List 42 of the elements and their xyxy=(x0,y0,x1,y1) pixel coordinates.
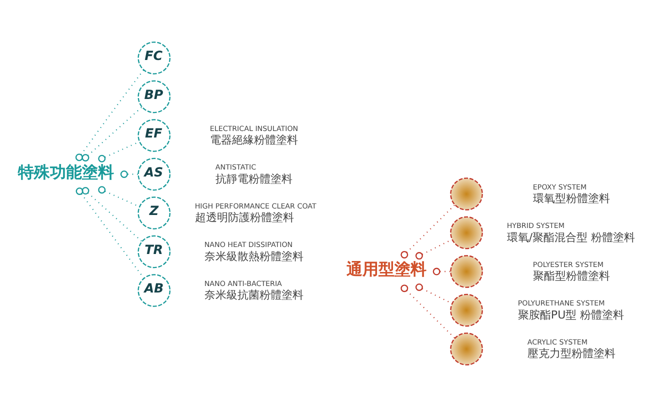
node-circle: AS xyxy=(138,158,171,191)
node-label: NANO ANTI-BACTERIA xyxy=(204,278,282,288)
node-label: ANTISTATIC xyxy=(215,162,256,172)
node-label: 環氧型粉體塗料 xyxy=(532,192,610,206)
node-text: 通用型塗料 xyxy=(346,260,426,279)
connector xyxy=(120,170,138,178)
node-label: 抗靜電粉體塗料 xyxy=(215,172,292,186)
node-circle: EF xyxy=(138,119,171,152)
connector xyxy=(76,187,144,279)
connector xyxy=(82,106,142,162)
connector xyxy=(400,284,456,339)
node-label: 超透明防護粉體塗料 xyxy=(194,211,294,224)
connector xyxy=(82,187,142,242)
node-label: 奈米級散熱粉體塗料 xyxy=(204,250,304,263)
node-circle: Z xyxy=(138,196,171,230)
node-circle xyxy=(450,332,483,366)
connector xyxy=(75,70,144,162)
node-circle: FC xyxy=(138,42,171,74)
connector xyxy=(432,268,450,276)
node-circle xyxy=(450,294,483,327)
node-label: HIGH PERFORMANCE CLEAR COAT xyxy=(194,201,316,210)
node-text: 特殊功能塗料 xyxy=(18,162,114,182)
node-label: ELECTRICAL INSULATION xyxy=(210,124,298,133)
node-label: POLYESTER SYSTEM xyxy=(532,260,604,269)
node-circle xyxy=(450,255,483,288)
node-circle: BP xyxy=(138,80,171,114)
node-label: ACRYLIC SYSTEM xyxy=(527,337,588,346)
node-circle xyxy=(450,216,483,250)
node-label: HYBRID SYSTEM xyxy=(506,221,565,230)
node-label: 壓克力型粉體塗料 xyxy=(527,347,616,360)
node-circle: TR xyxy=(138,235,171,268)
node-label: POLYURETHANE SYSTEM xyxy=(518,298,605,308)
node-label: NANO HEAT DISSIPATION xyxy=(204,240,293,250)
node-label: 聚酯型粉體塗料 xyxy=(532,270,610,283)
node-circle: AB xyxy=(138,274,171,307)
node-label: 聚胺酯PU型 粉體塗料 xyxy=(518,308,624,322)
node-label: EPOXY SYSTEM xyxy=(532,182,587,192)
connector xyxy=(400,204,456,258)
node-label: 環氧/聚酯混合型 粉體塗料 xyxy=(506,230,636,244)
node-circle xyxy=(450,178,483,210)
node-label: 奈米級抗菌粉體塗料 xyxy=(204,288,304,302)
node-label: 電器絕緣粉體塗料 xyxy=(210,134,298,147)
